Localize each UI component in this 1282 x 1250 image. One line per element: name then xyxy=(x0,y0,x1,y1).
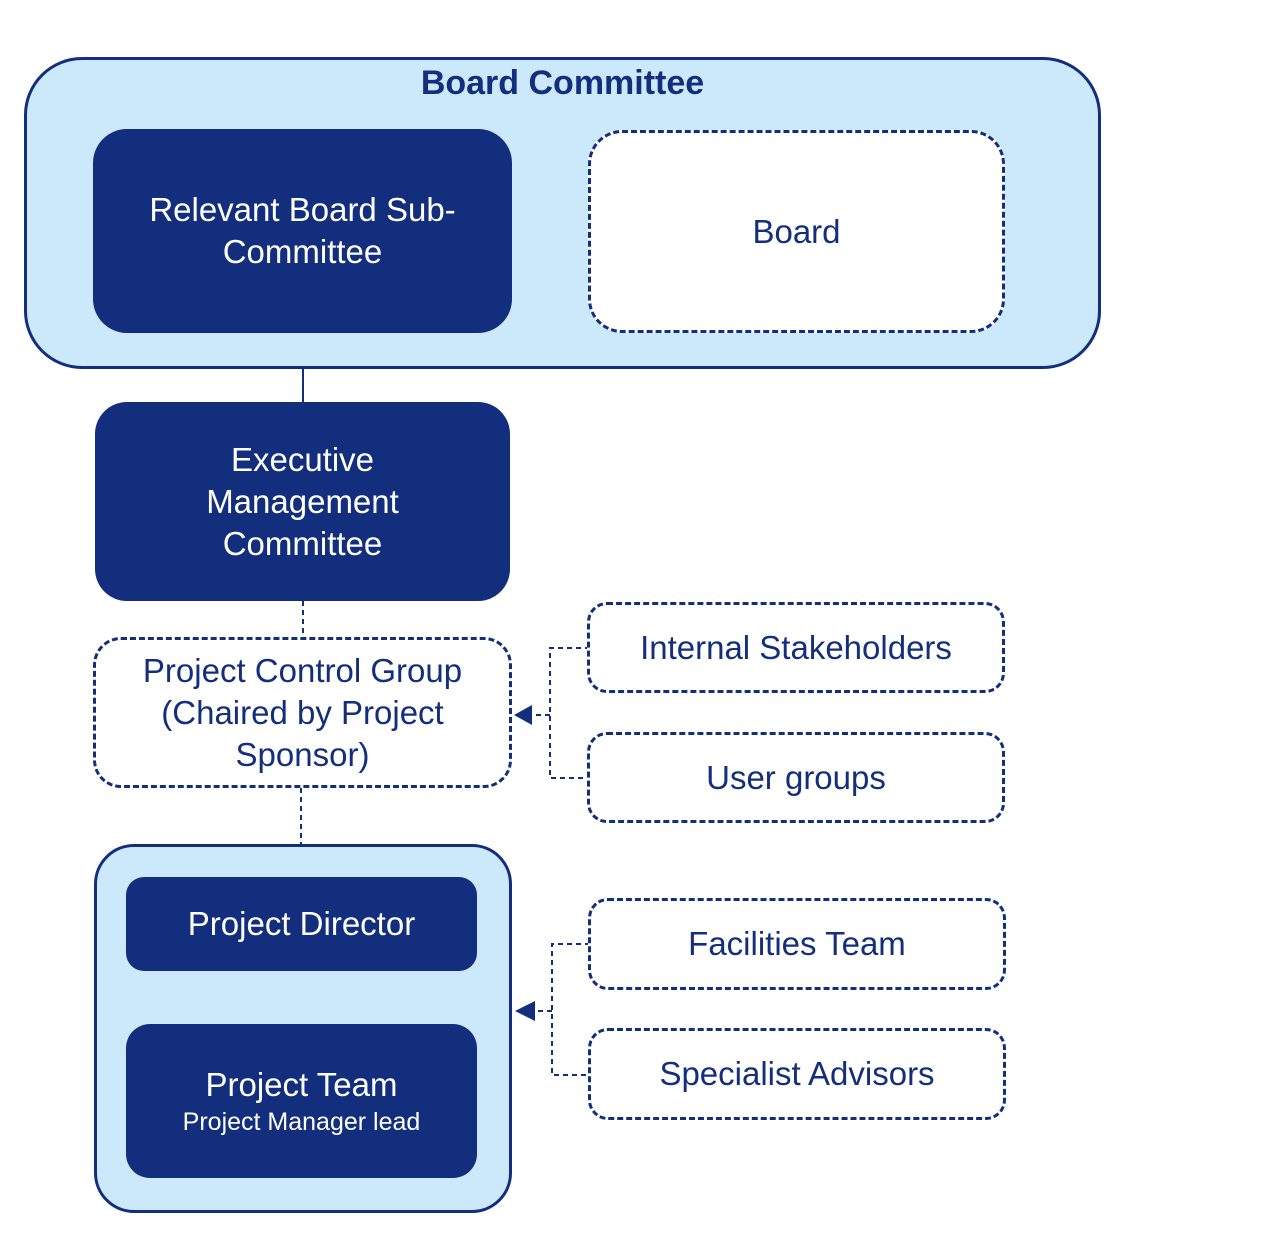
board-label: Board xyxy=(752,212,841,250)
project-control-group-box: Project Control Group (Chaired by Projec… xyxy=(93,637,512,788)
project-team-box: Project Team Project Manager lead xyxy=(126,1024,477,1178)
board-box: Board xyxy=(588,130,1005,333)
project-team-subtitle: Project Manager lead xyxy=(182,1108,421,1136)
executive-committee-label: Executive Management Committee xyxy=(206,440,399,562)
project-director-label: Project Director xyxy=(187,905,416,942)
advisors-bracket xyxy=(551,943,590,1076)
specialist-advisors-label: Specialist Advisors xyxy=(659,1055,935,1092)
facilities-team-box: Facilities Team xyxy=(588,898,1006,990)
advisors-arrowhead xyxy=(515,1001,535,1021)
specialist-advisors-box: Specialist Advisors xyxy=(588,1028,1006,1120)
user-groups-label: User groups xyxy=(706,758,886,796)
project-control-group-label: Project Control Group (Chaired by Projec… xyxy=(142,651,463,773)
relevant-sub-committee-label: Relevant Board Sub- Committee xyxy=(149,191,456,270)
executive-committee-box: Executive Management Committee xyxy=(95,402,510,601)
project-director-box: Project Director xyxy=(126,877,477,971)
project-team-label: Project Team xyxy=(205,1066,398,1103)
stakeholders-arrowhead xyxy=(514,705,532,725)
facilities-team-label: Facilities Team xyxy=(688,925,906,962)
board-committee-title: Board Committee xyxy=(420,64,705,102)
relevant-sub-committee-box: Relevant Board Sub- Committee xyxy=(93,129,512,333)
internal-stakeholders-box: Internal Stakeholders xyxy=(587,602,1005,693)
user-groups-box: User groups xyxy=(587,732,1005,823)
internal-stakeholders-label: Internal Stakeholders xyxy=(640,628,952,666)
stakeholders-bracket xyxy=(549,647,590,779)
